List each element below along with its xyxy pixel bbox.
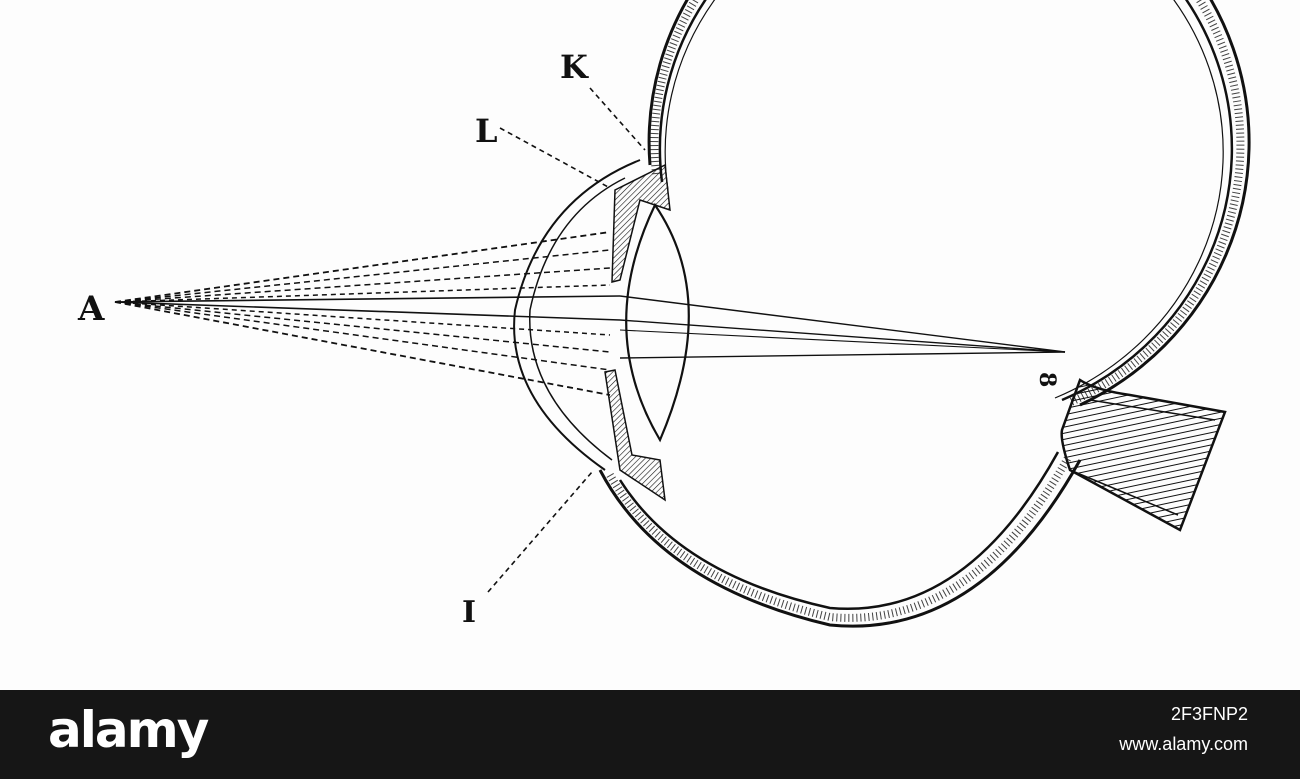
cornea bbox=[513, 159, 641, 471]
alamy-logo: alamy bbox=[48, 701, 209, 759]
watermark-footer: alamy 2F3FNP2 www.alamy.com bbox=[0, 690, 1300, 779]
label-point-a: A bbox=[77, 289, 105, 329]
focus-mark: 8 bbox=[1034, 372, 1060, 387]
light-rays bbox=[114, 231, 1066, 396]
image-id: 2F3FNP2 bbox=[1170, 704, 1248, 724]
sclera bbox=[598, 0, 1251, 628]
iris bbox=[604, 163, 671, 502]
label-leaders bbox=[487, 87, 646, 593]
lens bbox=[625, 202, 690, 443]
label-i: I bbox=[462, 595, 476, 630]
optic-nerve bbox=[1060, 378, 1227, 532]
label-l: L bbox=[475, 112, 498, 150]
eye-diagram: A K L I 8 bbox=[77, 0, 1251, 630]
label-k: K bbox=[560, 48, 589, 86]
site-url: www.alamy.com bbox=[1119, 734, 1248, 754]
eye-cross-section-svg: A K L I 8 bbox=[77, 0, 1251, 630]
